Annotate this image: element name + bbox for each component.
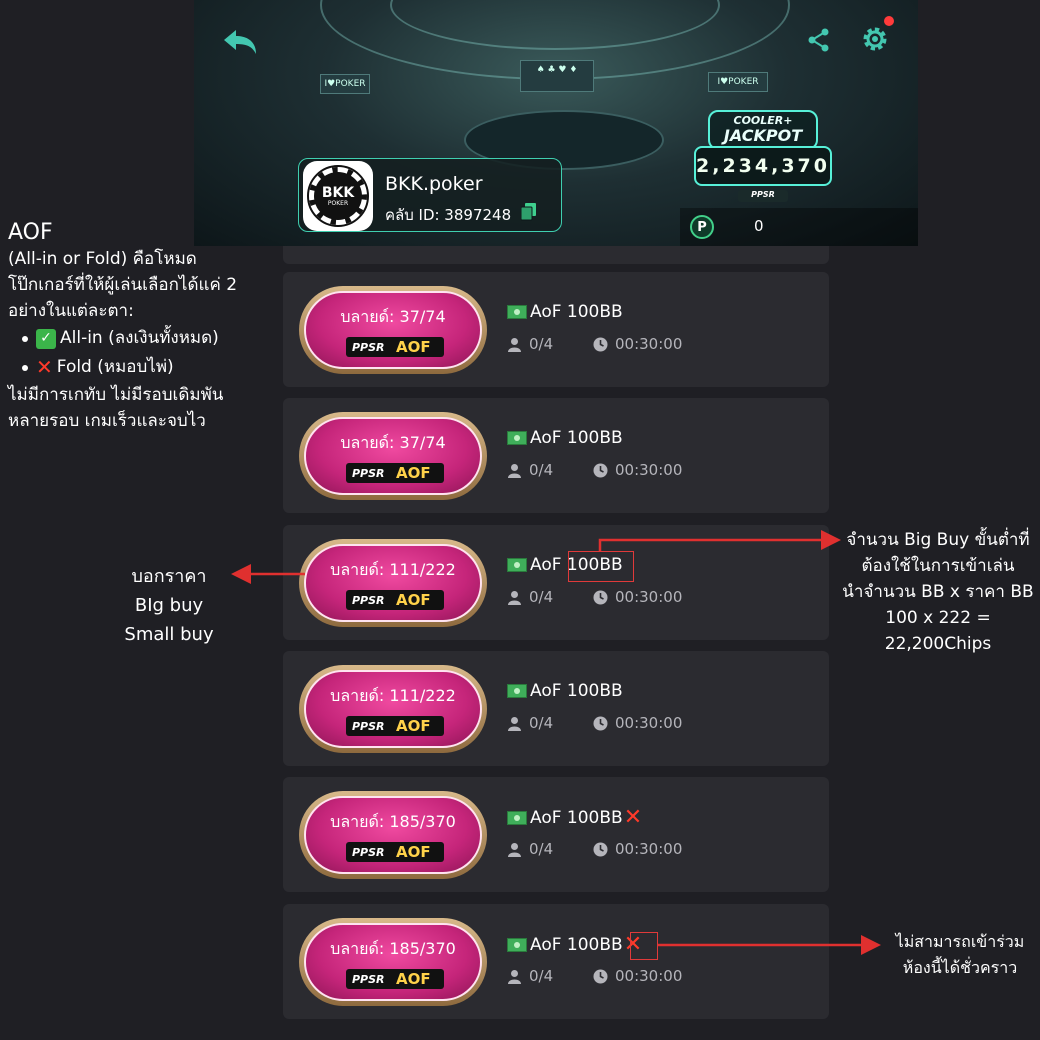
all-in-option: ✓All-in (ลงเงินทั้งหมด)	[22, 324, 278, 353]
back-arrow-icon[interactable]	[220, 26, 260, 58]
poker-table-background	[464, 110, 664, 170]
check-icon: ✓	[36, 328, 56, 349]
blind-label: บลายด์: 111/222	[330, 560, 456, 579]
club-name: BKK.poker	[385, 173, 483, 195]
jackpot-value: 2,234,370	[694, 146, 832, 186]
game-badge: PPSR AOF	[346, 842, 444, 862]
person-icon	[508, 716, 521, 731]
table-title: AoF 100BB	[507, 555, 623, 575]
points-value: 0	[754, 217, 764, 235]
player-count: 0/4	[507, 335, 553, 353]
club-id: คลับ ID: 3897248	[385, 206, 512, 224]
blind-ticket[interactable]: บลายด์: 37/74 PPSR AOF	[299, 286, 487, 374]
player-count: 0/4	[507, 714, 553, 732]
table-row[interactable]: บลายด์: 185/370 PPSR AOF AoF 100BB ✕ 0/4…	[283, 777, 829, 892]
money-icon	[507, 811, 527, 825]
person-icon	[508, 590, 521, 605]
table-row-partial	[283, 246, 829, 264]
clock-icon	[593, 969, 608, 983]
blind-label: บลายด์: 37/74	[340, 307, 446, 326]
copy-icon[interactable]	[521, 203, 537, 221]
unavailable-x-icon: ✕	[623, 805, 643, 830]
jackpot-brand: PPSR	[738, 190, 788, 202]
clock-icon	[593, 716, 608, 730]
blind-ticket[interactable]: บลายด์: 185/370 PPSR AOF	[299, 791, 487, 879]
money-icon	[507, 558, 527, 572]
table-row[interactable]: บลายด์: 111/222 PPSR AOF AoF 100BB 0/4 0…	[283, 651, 829, 766]
blind-label: บลายด์: 37/74	[340, 433, 446, 452]
table-title: AoF 100BB	[507, 681, 623, 701]
bb-highlight-box	[568, 551, 634, 582]
player-count: 0/4	[507, 967, 553, 985]
blind-ticket[interactable]: บลายด์: 185/370 PPSR AOF	[299, 918, 487, 1006]
time-remaining: 00:30:00	[593, 840, 682, 858]
big-buy-note: จำนวน Big Buy ขั้นต่ำที่ ต้องใช้ในการเข้…	[842, 530, 1034, 654]
fold-option: ✕Fold (หมอบไพ่)	[22, 353, 278, 382]
table-title: AoF 100BB ✕	[507, 934, 642, 956]
aof-explanation: AOF (All-in or Fold) คือโหมด โป๊กเกอร์ที…	[8, 220, 278, 434]
blind-ticket[interactable]: บลายด์: 111/222 PPSR AOF	[299, 665, 487, 753]
clock-icon	[593, 463, 608, 477]
cross-icon: ✕	[36, 355, 53, 379]
time-remaining: 00:30:00	[593, 967, 682, 985]
game-badge: PPSR AOF	[346, 463, 444, 483]
time-remaining: 00:30:00	[593, 335, 682, 353]
table-row[interactable]: บลายด์: 185/370 PPSR AOF AoF 100BB ✕ 0/4…	[283, 904, 829, 1019]
time-remaining: 00:30:00	[593, 588, 682, 606]
points-bar: P 0	[680, 208, 918, 246]
blind-price-note: บอกราคา BIg buy Small buy	[124, 566, 214, 645]
notification-dot	[884, 16, 894, 26]
money-icon	[507, 684, 527, 698]
table-title: AoF 100BB	[507, 302, 623, 322]
clock-icon	[593, 337, 608, 351]
aof-title: AOF	[8, 220, 53, 245]
unavailable-highlight-box	[630, 932, 658, 960]
money-icon	[507, 431, 527, 445]
gear-icon[interactable]	[860, 24, 890, 54]
table-title: AoF 100BB ✕	[507, 807, 642, 829]
player-count: 0/4	[507, 588, 553, 606]
game-badge: PPSR AOF	[346, 337, 444, 357]
table-row[interactable]: บลายด์: 37/74 PPSR AOF AoF 100BB 0/4 00:…	[283, 272, 829, 387]
money-icon	[507, 305, 527, 319]
wall-screen: ♠ ♣ ♥ ♦	[520, 60, 594, 92]
wall-sign-right: I♥POKER	[708, 72, 768, 92]
player-count: 0/4	[507, 840, 553, 858]
person-icon	[508, 337, 521, 352]
table-row[interactable]: บลายด์: 37/74 PPSR AOF AoF 100BB 0/4 00:…	[283, 398, 829, 513]
person-icon	[508, 463, 521, 478]
share-icon[interactable]	[808, 28, 830, 52]
time-remaining: 00:30:00	[593, 461, 682, 479]
game-badge: PPSR AOF	[346, 590, 444, 610]
unavailable-note: ไม่สามารถเข้าร่วม ห้องนี้ได้ชั่วคราว	[895, 932, 1025, 977]
blind-ticket[interactable]: บลายด์: 37/74 PPSR AOF	[299, 412, 487, 500]
aof-options-list: ✓All-in (ลงเงินทั้งหมด) ✕Fold (หมอบไพ่)	[22, 324, 278, 382]
game-badge: PPSR AOF	[346, 969, 444, 989]
player-count: 0/4	[507, 461, 553, 479]
blind-label: บลายด์: 185/370	[330, 812, 456, 831]
blind-ticket[interactable]: บลายด์: 111/222 PPSR AOF	[299, 539, 487, 627]
unavailable-x-icon: ✕	[623, 932, 643, 957]
table-title: AoF 100BB	[507, 428, 623, 448]
blind-label: บลายด์: 111/222	[330, 686, 456, 705]
time-remaining: 00:30:00	[593, 714, 682, 732]
clock-icon	[593, 842, 608, 856]
clock-icon	[593, 590, 608, 604]
person-icon	[508, 842, 521, 857]
money-icon	[507, 938, 527, 952]
wall-sign-left: I♥POKER	[320, 74, 370, 94]
points-icon: P	[690, 215, 714, 239]
table-row[interactable]: บลายด์: 111/222 PPSR AOF AoF 100BB 0/4 0…	[283, 525, 829, 640]
cooler-jackpot-panel[interactable]: COOLER+JACKPOT 2,234,370 PPSR	[694, 110, 832, 202]
person-icon	[508, 969, 521, 984]
blind-label: บลายด์: 185/370	[330, 939, 456, 958]
game-badge: PPSR AOF	[346, 716, 444, 736]
